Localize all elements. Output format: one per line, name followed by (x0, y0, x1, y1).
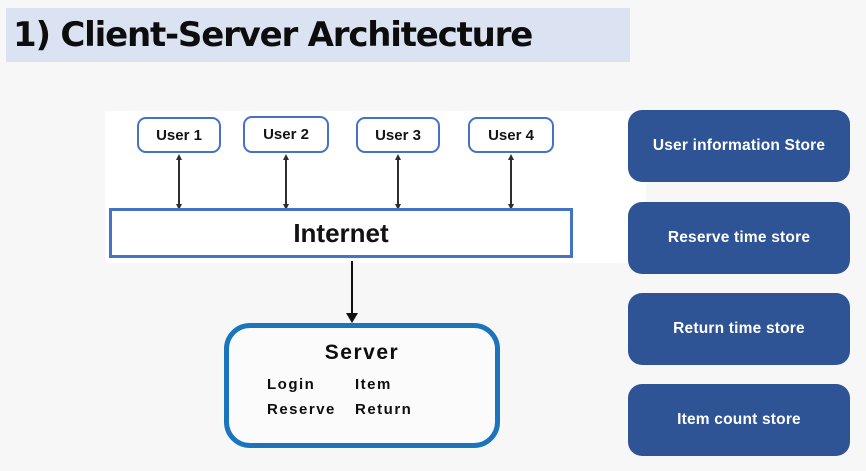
item-count-store-button[interactable]: Item count store (628, 384, 850, 456)
internet-box: Internet (109, 208, 573, 258)
server-fn-item: Item (355, 376, 392, 393)
connector-user2-internet (282, 154, 289, 210)
user-information-store-button[interactable]: User information Store (628, 110, 850, 182)
user-4-box: User 4 (468, 117, 554, 153)
title-highlight: 1) Client-Server Architecture (6, 8, 630, 62)
user-2-label: User 2 (263, 126, 309, 143)
server-box: Server Login Item Reserve Return (224, 323, 500, 448)
connector-user3-internet (394, 154, 401, 210)
arrow-up-icon (282, 154, 289, 160)
user-1-label: User 1 (156, 126, 202, 144)
arrow-down-icon (394, 204, 401, 210)
server-title: Server (324, 341, 400, 364)
internet-label: Internet (293, 217, 389, 248)
page-title: 1) Client-Server Architecture (13, 15, 533, 55)
arrow-up-icon (507, 154, 514, 160)
user-4-label: User 4 (488, 126, 534, 144)
item-count-store-label: Item count store (677, 411, 801, 428)
return-time-store-button[interactable]: Return time store (628, 293, 850, 365)
reserve-time-store-label: Reserve time store (667, 229, 811, 246)
arrow-down-icon (282, 204, 289, 210)
arrow-down-icon (346, 313, 358, 323)
return-time-store-label: Return time store (673, 320, 805, 337)
arrow-down-icon (507, 204, 514, 210)
arrow-down-icon (175, 204, 182, 210)
user-3-box: User 3 (356, 117, 440, 153)
user-2-box: User 2 (243, 116, 329, 153)
server-fn-return: Return (355, 401, 413, 418)
server-functions: Login Item Reserve Return (229, 365, 495, 418)
user-information-store-label: User information Store (652, 137, 826, 154)
arrow-up-icon (394, 154, 401, 160)
user-3-label: User 3 (375, 126, 421, 144)
server-fn-reserve: Reserve (267, 401, 336, 418)
user-1-box: User 1 (137, 117, 221, 153)
connector-user1-internet (175, 154, 182, 210)
connector-user4-internet (507, 154, 514, 210)
server-fn-login: Login (267, 376, 316, 393)
arrow-up-icon (175, 154, 182, 160)
reserve-time-store-button[interactable]: Reserve time store (628, 202, 850, 274)
internet-to-server-arrow (351, 261, 353, 315)
